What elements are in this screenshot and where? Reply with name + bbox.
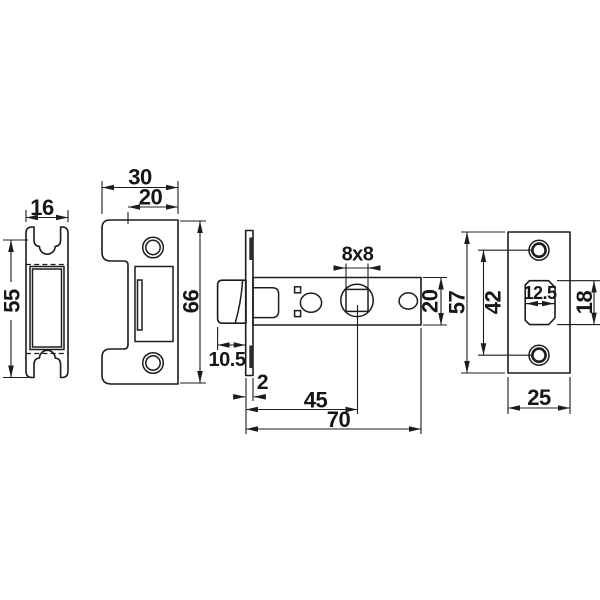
backset-dim: 45 bbox=[304, 388, 328, 413]
strike-plate-width-dim: 20 bbox=[139, 185, 163, 210]
faceplate-thickness-dim: 2 bbox=[257, 371, 268, 394]
strike-plate-outline bbox=[101, 219, 179, 385]
faceplate-width-dim: 25 bbox=[527, 385, 551, 410]
case-length-dim: 70 bbox=[327, 407, 351, 432]
case-peg-hole-top bbox=[293, 286, 302, 294]
dim-text-mask bbox=[2, 282, 21, 320]
dust-box-side-view: 16 55 bbox=[0, 195, 69, 379]
bolt-width-dim: 12.5 bbox=[523, 283, 557, 303]
dust-box-height-dim: 55 bbox=[0, 289, 25, 313]
faceplate-screw-bottom-inner bbox=[531, 347, 547, 364]
dust-box-outline bbox=[25, 226, 69, 379]
faceplate-screw-mark-bottom bbox=[249, 345, 254, 368]
case-hole-right bbox=[398, 292, 419, 310]
strike-plate-front-view: 30 20 66 bbox=[101, 165, 206, 385]
strike-height-dim: 66 bbox=[179, 290, 204, 314]
faceplate-screw-mark-top bbox=[249, 237, 254, 260]
faceplate-edge-view bbox=[244, 229, 254, 377]
latch-opening bbox=[134, 265, 174, 343]
spindle-size-dim: 8x8 bbox=[342, 244, 374, 266]
case-hole-left bbox=[299, 292, 323, 314]
screw-hole-top-outer bbox=[141, 236, 165, 259]
faceplate-outline bbox=[507, 231, 571, 374]
latch-bolt-head bbox=[216, 279, 247, 324]
latch-bolt-front bbox=[524, 279, 556, 326]
case-height-dim: 20 bbox=[418, 289, 443, 313]
latch-case-side-view: 8x8 10.5 2 45 70 20 bbox=[209, 229, 447, 434]
screw-hole-bottom-inner bbox=[145, 355, 161, 371]
screw-hole-bottom-outer bbox=[141, 351, 165, 375]
latch-opening-ledge bbox=[136, 279, 143, 331]
faceplate-height-dim: 57 bbox=[445, 291, 470, 315]
dust-box-width-dim: 16 bbox=[30, 195, 54, 220]
case-peg-hole-bottom bbox=[293, 309, 302, 318]
box-cavity-outer bbox=[29, 265, 65, 351]
bolt-projection-dim: 10.5 bbox=[209, 349, 246, 371]
bolt-height-dim: 18 bbox=[572, 291, 597, 315]
bolt-tail bbox=[253, 286, 280, 319]
latch-bolt-bevel bbox=[234, 280, 244, 323]
strike-overall-width-dim: 30 bbox=[128, 165, 152, 190]
faceplate-screw-top-inner bbox=[531, 242, 547, 259]
screw-hole-top-inner bbox=[145, 239, 161, 256]
box-cavity-inner bbox=[31, 268, 63, 348]
faceplate-front-view: 12.5 42 57 18 25 bbox=[445, 231, 600, 414]
hole-spacing-dim: 42 bbox=[481, 291, 506, 315]
